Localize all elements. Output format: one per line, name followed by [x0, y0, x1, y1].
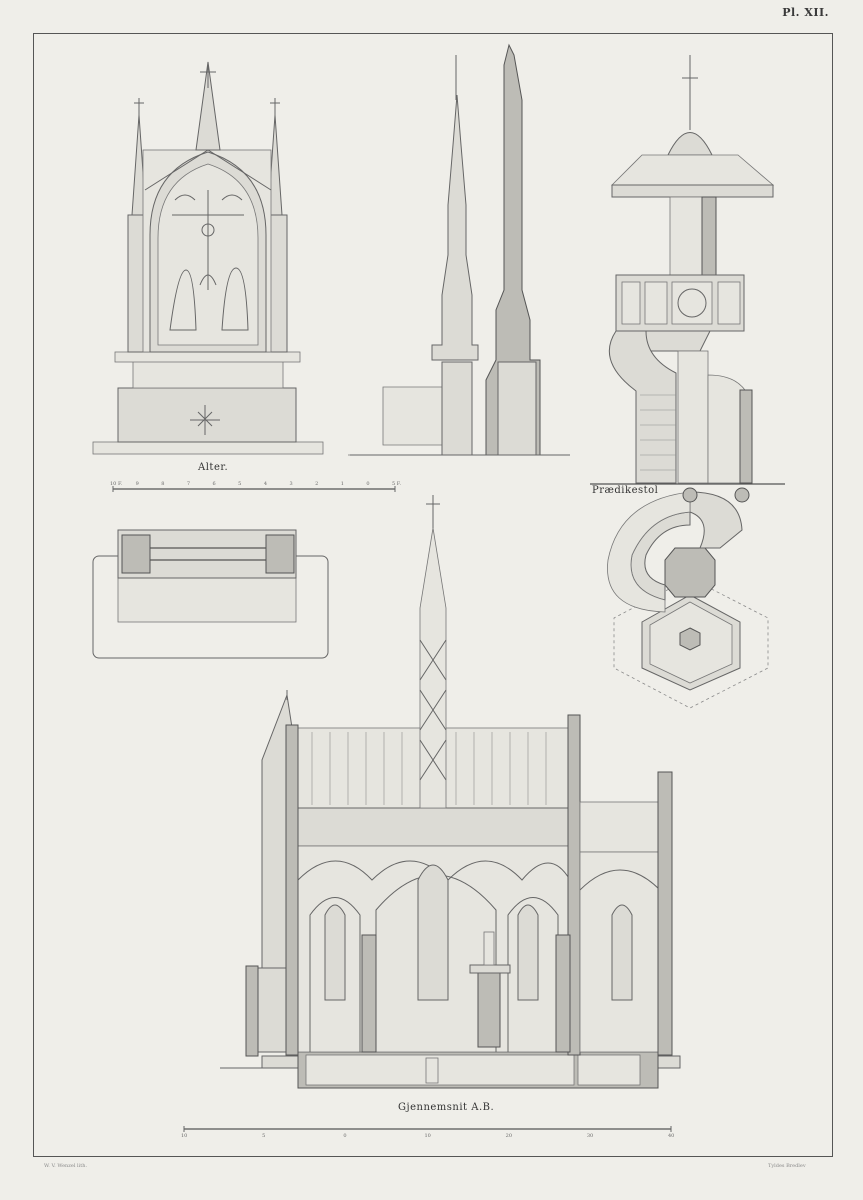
caption-altar: Alter. [198, 462, 229, 473]
section-scale-tick-label: 30 [586, 1133, 594, 1139]
credit-lithographer: W. V. Wenzel lith. [44, 1163, 88, 1169]
section-scale-tick-label: 20 [505, 1133, 513, 1139]
altar-scale-tick-label: 1 [340, 481, 344, 487]
plate-frame [33, 33, 833, 1157]
altar-scale-tick-label: 0 [366, 481, 370, 487]
altar-scale-tick-label: 4 [263, 481, 267, 487]
altar-scale-tick-label: 5 [238, 481, 242, 487]
altar-scale-bar [112, 486, 396, 492]
altar-scale-tick-label: 3 [289, 481, 293, 487]
credit-printer: Tyldes Bredlev [768, 1163, 806, 1169]
altar-side-elevations [348, 43, 570, 456]
section-scale-bar [183, 1126, 672, 1132]
section-scale-tick-label: 5 [262, 1133, 266, 1139]
altar-scale-tick-label: 6 [212, 481, 216, 487]
altar-scale-tick-label: 8 [161, 481, 165, 487]
caption-section: Gjennemsnit A.B. [398, 1102, 495, 1113]
altar-scale-tick-label: 10 F. [110, 481, 123, 487]
altar-scale-tick-label: 7 [186, 481, 191, 487]
section-scale-tick-label: 10 [181, 1133, 188, 1139]
section-scale-tick-label: 40 [668, 1133, 675, 1139]
plate-number: Pl. XII. [782, 6, 829, 19]
pulpit-elevation [590, 55, 785, 485]
pulpit-plan [607, 487, 769, 709]
altar-scale-tick-label: 2 [315, 481, 319, 487]
altar-scale-tick-label: 5 F. [392, 481, 402, 487]
section-scale-tick-label: 0 [343, 1133, 347, 1139]
church-section [220, 495, 681, 1089]
caption-pulpit: Prædikestol [592, 485, 659, 496]
altar-plan [92, 529, 329, 659]
section-scale-tick-label: 10 [424, 1133, 431, 1139]
altar-front-elevation [92, 61, 324, 455]
altar-scale-tick-label: 9 [135, 481, 139, 487]
